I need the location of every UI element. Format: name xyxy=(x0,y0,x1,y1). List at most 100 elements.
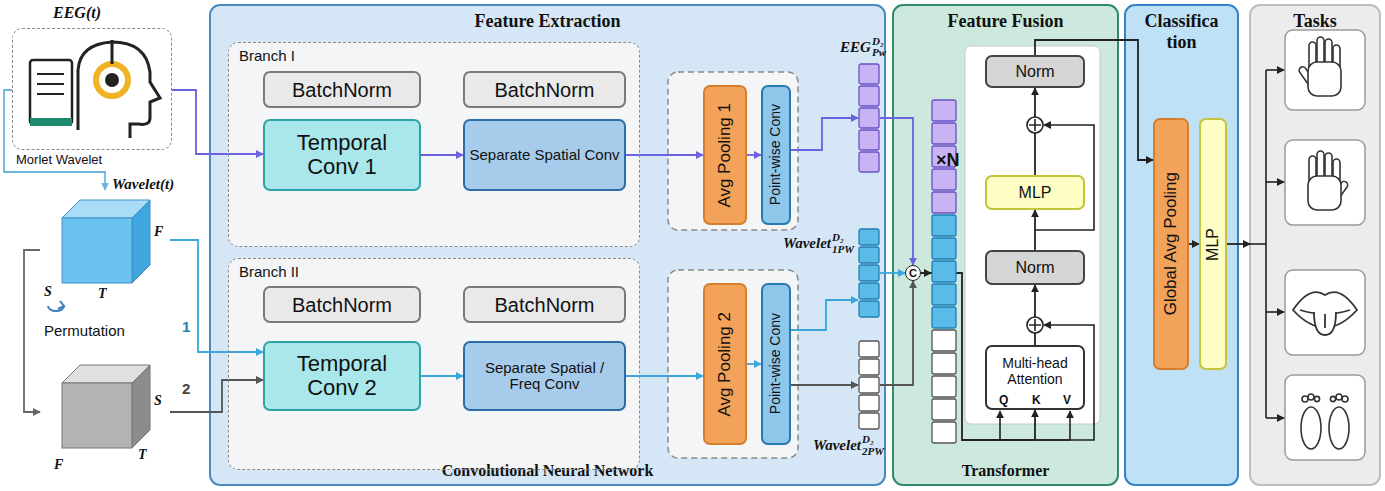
node-text: V xyxy=(1063,393,1071,407)
token-column: WaveletD₂2PW xyxy=(858,340,880,430)
permuted-cube xyxy=(62,365,150,448)
node-text: T xyxy=(138,447,147,463)
node-text: BatchNorm xyxy=(292,294,392,316)
edge-label: Morlet Wavelet xyxy=(16,152,102,167)
process-box: Separate Spatial Conv xyxy=(463,119,626,191)
node-text: Separate Spatial / Freq Conv xyxy=(469,360,620,393)
token-indices: D₂1PW xyxy=(832,232,854,255)
superscript: D₂ xyxy=(832,232,854,244)
process-box: BatchNorm xyxy=(263,71,421,108)
node-text: Global Avg Pooling xyxy=(1162,172,1181,315)
node-text: Point-wise Conv xyxy=(768,104,783,205)
connector xyxy=(24,250,40,412)
node-text: C xyxy=(909,267,917,279)
node-text: Convolutional Neural Network xyxy=(210,462,885,480)
stage-panel: Classifica tionGlobal Avg Pooling MLP xyxy=(1125,5,1238,485)
token-label: WaveletD₂1PW xyxy=(783,232,854,255)
task-frames xyxy=(1285,30,1365,460)
node-text: Tasks xyxy=(1250,11,1380,32)
process-box: Temporal Conv 1 xyxy=(263,119,421,191)
superscript: D₂ xyxy=(862,434,884,446)
node-text: Q xyxy=(999,393,1008,407)
connector xyxy=(4,90,105,190)
token-name: Wavelet xyxy=(783,235,831,252)
token-column: WaveletD₂1PW xyxy=(858,228,880,318)
node-text: Classifica tion xyxy=(1137,11,1226,53)
node-text: BatchNorm xyxy=(292,79,392,101)
stage-panel: Feature ExtractionConvolutional Neural N… xyxy=(210,5,885,485)
token-cells xyxy=(858,228,880,318)
node-text: Avg Pooling 2 xyxy=(716,312,735,417)
node-text: Norm xyxy=(1015,63,1054,81)
process-box: BatchNorm xyxy=(463,286,626,323)
node-text: F xyxy=(54,457,63,473)
connector xyxy=(1189,243,1199,245)
free-label: ×N xyxy=(936,150,960,171)
node-text: BatchNorm xyxy=(494,294,594,316)
token-label: EEGD₂Pw xyxy=(840,36,886,59)
node-text: MLP xyxy=(1204,228,1222,261)
node-text: Separate Spatial Conv xyxy=(469,147,619,164)
connector xyxy=(747,363,761,365)
subscript: Pw xyxy=(872,47,886,59)
node-text: MLP xyxy=(1019,184,1052,202)
connector xyxy=(1227,243,1250,245)
tensor-cube: STF xyxy=(40,355,170,480)
edge-label: 1 xyxy=(182,318,190,335)
connector xyxy=(747,154,761,156)
concat-symbol: C xyxy=(905,265,921,281)
process-box: BatchNorm xyxy=(263,286,421,323)
process-box: Separate Spatial / Freq Conv xyxy=(463,341,626,411)
token-name: EEG xyxy=(840,39,871,56)
icon-frame: EEG(t) xyxy=(12,28,172,150)
panel-fill xyxy=(1125,5,1238,485)
node-text: K xyxy=(1032,393,1041,407)
connector xyxy=(880,118,913,265)
eeg-icon xyxy=(30,40,160,138)
wavelet-cube xyxy=(62,200,150,283)
connector xyxy=(791,384,858,386)
process-box: Global Avg Pooling xyxy=(1153,118,1189,370)
connector xyxy=(1034,285,1036,345)
token-cells xyxy=(858,340,880,430)
branch-fill xyxy=(228,42,640,247)
node-text: Point-wise Conv xyxy=(768,313,783,414)
subscript: 1PW xyxy=(832,244,854,256)
hand-icon xyxy=(1308,151,1349,210)
process-box: Norm xyxy=(985,55,1085,88)
process-box: Point-wise Conv xyxy=(761,283,791,445)
process-box: Point-wise Conv xyxy=(761,85,791,225)
transformer-block xyxy=(965,46,1100,424)
free-label: Permutation xyxy=(44,322,125,339)
node-text: Avg Pooling 1 xyxy=(716,103,735,208)
node-text: Multi-head Attention xyxy=(991,356,1079,387)
node-text: BatchNorm xyxy=(494,79,594,101)
subscript: 2PW xyxy=(862,446,884,458)
node-text: Branch I xyxy=(239,47,295,64)
token-indices: D₂Pw xyxy=(872,36,886,59)
rotate-icon xyxy=(48,301,64,311)
connector xyxy=(791,300,858,330)
node-text: Branch II xyxy=(239,263,299,280)
branch-fill xyxy=(228,258,640,470)
connector xyxy=(626,375,703,377)
node-text: T xyxy=(98,286,107,302)
panel-fill xyxy=(1250,5,1380,485)
connector xyxy=(880,272,905,274)
node-text: Norm xyxy=(1015,259,1054,277)
connector xyxy=(421,375,463,377)
superscript: D₂ xyxy=(872,36,886,48)
free-label: Wavelet(t) xyxy=(112,176,174,193)
add-symbol xyxy=(1027,117,1043,333)
connector xyxy=(172,90,263,154)
node-text: Transformer xyxy=(893,462,1118,480)
token-label: WaveletD₂2PW xyxy=(813,434,884,457)
process-box: MLP xyxy=(985,175,1085,210)
connector xyxy=(626,154,703,156)
branch-group: Branch I BatchNormTemporal Conv 1 BatchNor… xyxy=(228,42,640,247)
token-column: EEGD₂Pw xyxy=(858,63,880,173)
token-cells xyxy=(858,63,880,173)
node-text: Temporal Conv 2 xyxy=(269,352,415,400)
process-box: Norm xyxy=(985,250,1085,285)
token-name: Wavelet xyxy=(813,437,861,454)
